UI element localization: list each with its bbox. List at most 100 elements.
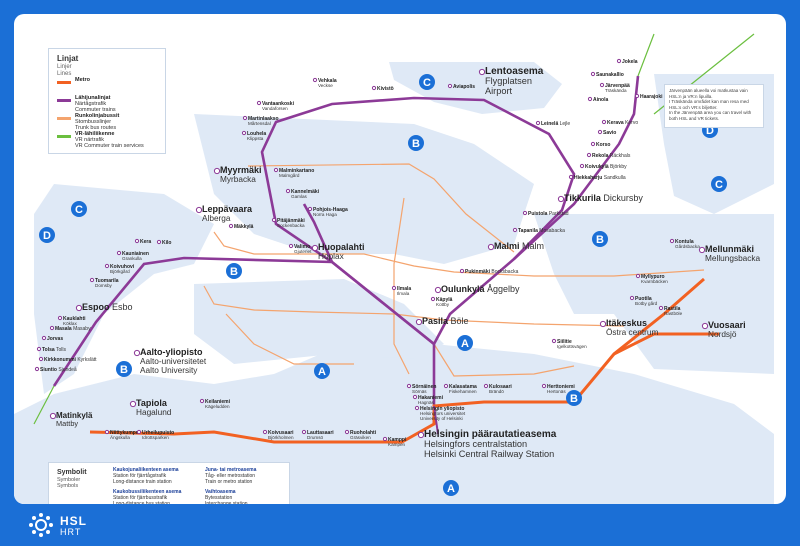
zone-badge: A bbox=[443, 480, 459, 496]
station-alt-name: Sjundeå bbox=[57, 366, 77, 373]
station[interactable]: Siuntio Sjundeå bbox=[34, 366, 77, 373]
station-dot bbox=[414, 405, 420, 411]
station[interactable]: Kera bbox=[134, 238, 151, 245]
station[interactable]: Leinelä Lejle bbox=[535, 120, 570, 127]
station-dot bbox=[587, 96, 593, 102]
station-dot bbox=[443, 383, 449, 389]
station-dot bbox=[241, 130, 247, 136]
station[interactable]: Tikkurila Dickursby bbox=[557, 193, 643, 203]
station[interactable]: Masala Masaby bbox=[49, 325, 91, 332]
symbol-desc: Interchange station bbox=[205, 501, 248, 504]
station[interactable]: Rekola Räckhals bbox=[586, 152, 631, 159]
station[interactable]: Jokela bbox=[616, 58, 638, 65]
station[interactable]: Pukinmäki Bocksbacka bbox=[459, 268, 519, 275]
station-alt-name: Aalto-universitetet bbox=[140, 357, 207, 366]
station[interactable]: Haarajoki bbox=[634, 93, 663, 100]
station[interactable]: Korso bbox=[590, 141, 610, 148]
zone-badge: D bbox=[39, 227, 55, 243]
station[interactable]: Espoo Esbo bbox=[75, 302, 133, 312]
station[interactable]: Ainola bbox=[587, 96, 608, 103]
station-alt-name: Kampen bbox=[388, 442, 406, 447]
station-dot bbox=[34, 366, 40, 372]
station[interactable]: Puistola Parkstad bbox=[522, 210, 569, 217]
station-name: Louhela bbox=[247, 131, 266, 137]
station[interactable]: Kivistö bbox=[371, 85, 394, 92]
station[interactable]: Aalto-yliopistoAalto-universitetetAalto … bbox=[133, 347, 207, 375]
zone-circle bbox=[443, 480, 459, 496]
station[interactable]: Tapanila Mosabacka bbox=[512, 227, 565, 234]
station[interactable]: Jorvas bbox=[41, 335, 63, 342]
station[interactable]: Aviapolis bbox=[447, 83, 475, 90]
zone-label: C bbox=[715, 179, 723, 191]
station[interactable]: Savio bbox=[597, 129, 616, 136]
station[interactable]: Kerava Kervo bbox=[601, 119, 638, 126]
station[interactable]: Tolsa Tolls bbox=[36, 346, 67, 353]
station[interactable]: Koivukylä Björkby bbox=[579, 163, 627, 170]
station[interactable]: Mäkkylä bbox=[228, 223, 254, 230]
vr-west bbox=[33, 385, 55, 425]
station-name: Vantaankoski bbox=[262, 101, 295, 107]
station-name: Saunakallio bbox=[596, 72, 624, 78]
station[interactable]: Kilo bbox=[156, 239, 171, 246]
legend-text: Metro bbox=[75, 77, 90, 83]
station[interactable]: Kirkkonummi Kyrkslätt bbox=[38, 356, 97, 363]
station[interactable]: Oulunkylä Åggelby bbox=[434, 284, 521, 294]
station-alt-name: Åggelby bbox=[485, 284, 521, 294]
station[interactable]: Pasila Böle bbox=[415, 316, 469, 326]
station[interactable]: Malmi Malm bbox=[487, 241, 544, 251]
station-dot bbox=[634, 93, 640, 99]
station-dot bbox=[590, 71, 596, 77]
station-alt-name: Airport bbox=[485, 86, 513, 96]
station[interactable]: Hiekkaharju Sandkulla bbox=[568, 174, 626, 181]
station-name: Hakaniemi bbox=[418, 395, 444, 401]
station[interactable]: Saunakallio bbox=[590, 71, 624, 78]
